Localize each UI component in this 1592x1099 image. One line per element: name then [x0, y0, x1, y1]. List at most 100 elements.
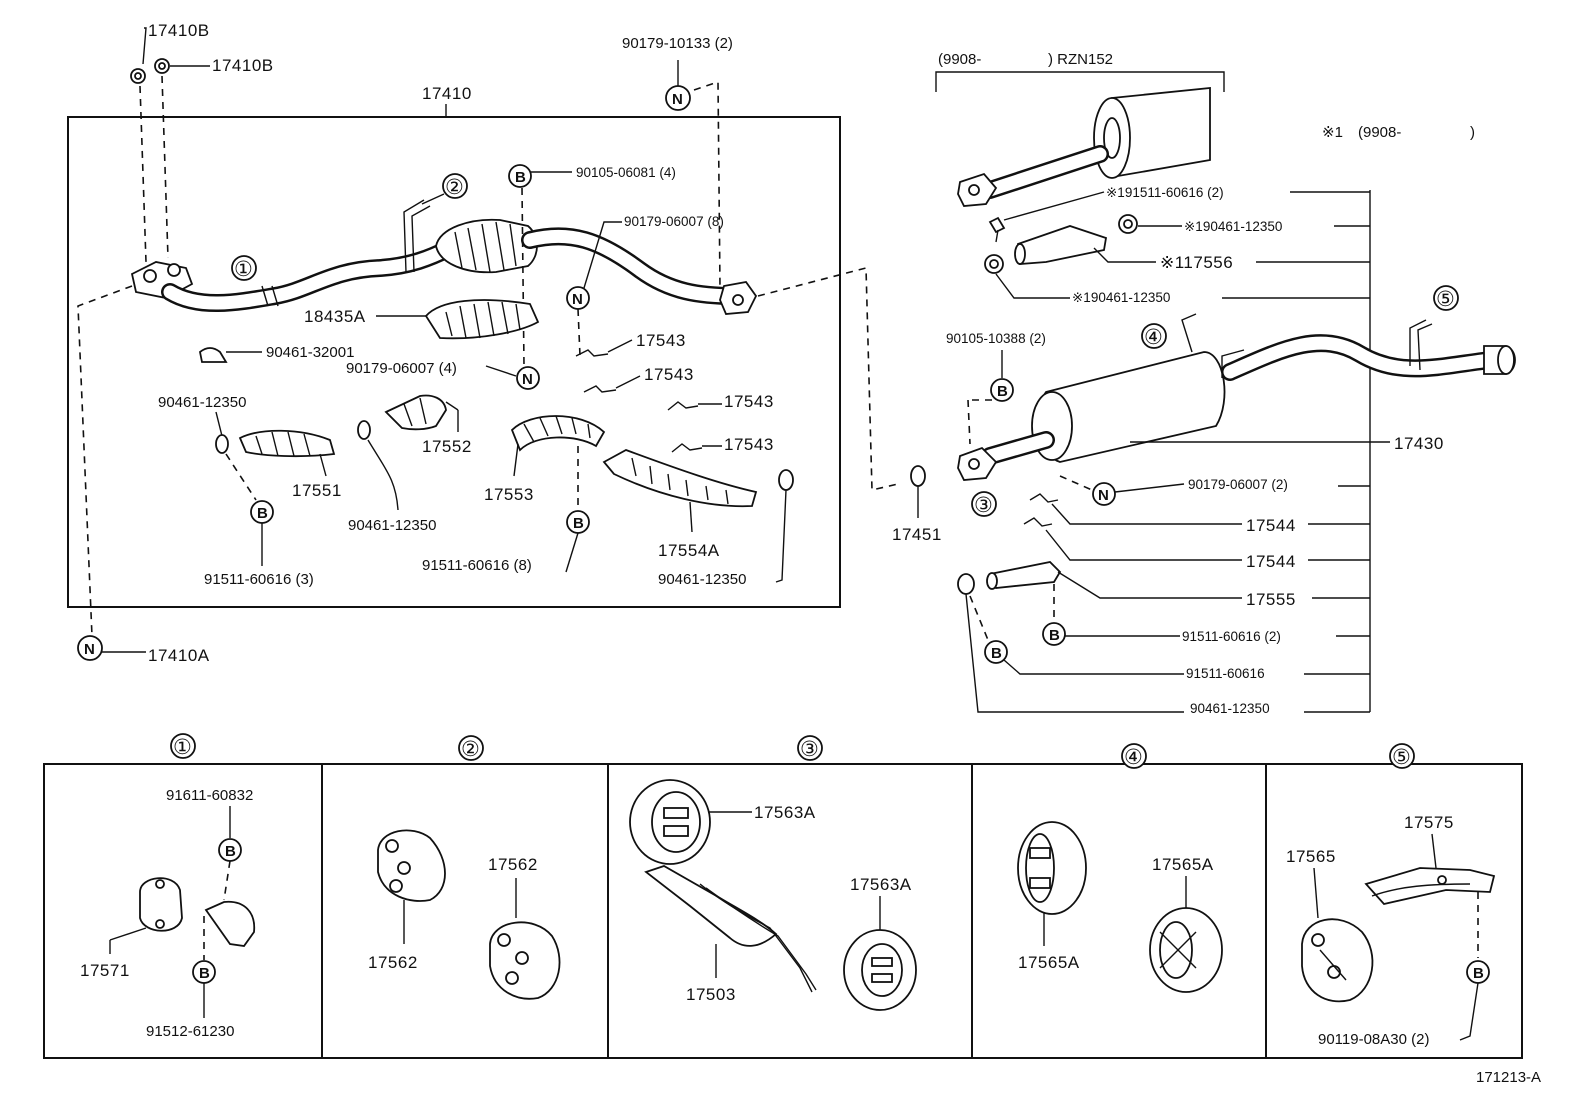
label-90179-06007-2: 90179-06007 (2) — [1188, 477, 1288, 492]
heat-shield-17553 — [510, 415, 606, 452]
gasket-17410b-right — [154, 58, 170, 74]
note1-range: (9908- — [1358, 124, 1401, 141]
gasket-ring-c — [778, 469, 794, 491]
insulator-17556 — [1014, 225, 1108, 265]
label-90179-06007-4: 90179-06007 (4) — [346, 360, 457, 377]
label-17571: 17571 — [80, 961, 130, 980]
front-exhaust-pipe — [130, 239, 459, 313]
callout-5-main: ⑤ — [1436, 288, 1455, 311]
label-90179-10133: 90179-10133 (2) — [622, 35, 733, 52]
gasket-17451 — [910, 465, 926, 487]
heat-insulator-17551 — [238, 429, 336, 458]
svg-text:B: B — [1049, 627, 1060, 644]
label-17551: 17551 — [292, 481, 342, 500]
label-17451: 17451 — [892, 525, 942, 544]
label-17575: 17575 — [1404, 813, 1454, 832]
svg-text:N: N — [84, 641, 95, 658]
rubber-mount-17562-a — [377, 829, 446, 902]
mount-17565 — [1301, 918, 1374, 1003]
label-17410b-b: 17410B — [212, 56, 274, 75]
gasket-ring-d — [957, 573, 975, 595]
callout-3-main: ③ — [974, 494, 993, 517]
bolt-callout-b — [508, 164, 532, 188]
hanger-bracket-17571 — [139, 877, 256, 947]
callout-2-main: ② — [445, 176, 464, 199]
mount-17563a-top — [629, 779, 711, 865]
callout-4-main: ④ — [1144, 326, 1163, 349]
assembly-17410-frame — [67, 116, 841, 608]
hanger-5 — [1409, 319, 1427, 366]
label-17555: 17555 — [1246, 590, 1296, 609]
label-90461-12350-c: 90461-12350 — [658, 571, 746, 588]
label-90461-12350-d: 90461-12350 — [1190, 701, 1270, 716]
label-90461-12350-a: 90461-12350 — [158, 394, 246, 411]
bracket-17503 — [644, 865, 817, 993]
panel-5-number: ⑤ — [1392, 746, 1411, 769]
note1-mark: ※1 — [1322, 124, 1343, 141]
label-91511-60616: 91511-60616 — [1186, 666, 1265, 681]
main-muffler-17430 — [957, 334, 1516, 481]
svg-text:B: B — [991, 645, 1002, 662]
svg-text:B: B — [573, 515, 584, 532]
svg-text:N: N — [1098, 487, 1109, 504]
label-17410a: 17410A — [148, 646, 210, 665]
svg-text:B: B — [225, 843, 236, 860]
panel-5: ⑤ 17575 B 90119-08A30 (2) 17565 — [1286, 743, 1496, 1048]
bracket-17543-d — [671, 443, 703, 453]
range-model: ) RZN152 — [1048, 51, 1113, 68]
label-17430: 17430 — [1394, 434, 1444, 453]
label-17544-b: 17544 — [1246, 552, 1296, 571]
svg-text:B: B — [199, 965, 210, 982]
mount-17565a-a — [1017, 821, 1087, 915]
svg-text:B: B — [257, 505, 268, 522]
mount-17563a-bottom — [843, 929, 917, 1011]
panel-2: ② 17562 17562 — [368, 735, 561, 1000]
callout-1-main: ① — [234, 258, 253, 281]
label-17543-a: 17543 — [636, 331, 686, 350]
label-91511-60616-2b: 91511-60616 (2) — [1182, 629, 1281, 644]
label-91611-60832: 91611-60832 — [166, 787, 253, 804]
panel-4-number: ④ — [1124, 746, 1143, 769]
bracket-17543-c — [667, 401, 699, 411]
panel-1: ① 91611-60832 B 17571 B 91512-61230 — [80, 733, 256, 1040]
panel-3: ③ 17563A 17503 17563A — [629, 735, 917, 1011]
bracket-17544-b — [1023, 517, 1053, 527]
label-17565a-a: 17565A — [1018, 953, 1080, 972]
label-91511-60616-8: 91511-60616 (8) — [422, 557, 532, 574]
rubber-mount-17562-b — [489, 921, 561, 1000]
svg-text:N: N — [522, 371, 533, 388]
label-17562-b: 17562 — [488, 855, 538, 874]
bracket-17543-b — [583, 385, 617, 393]
detail-panels-frame — [43, 763, 1523, 1059]
label-17553: 17553 — [484, 485, 534, 504]
label-17410: 17410 — [422, 84, 472, 103]
bracket-17575 — [1364, 867, 1496, 905]
panel-3-number: ③ — [800, 738, 819, 761]
svg-text:B: B — [515, 169, 526, 186]
label-17552: 17552 — [422, 437, 472, 456]
hanger-bracket-2 — [403, 199, 425, 273]
label-90179-06007-8: 90179-06007 (8) — [624, 214, 724, 229]
label-17543-d: 17543 — [724, 435, 774, 454]
label-90105-10388: 90105-10388 (2) — [946, 331, 1046, 346]
note1-close: ) — [1470, 124, 1475, 141]
range-start: (9908- — [938, 51, 981, 68]
gasket-17410b-left — [130, 68, 146, 84]
insulator-17555 — [986, 561, 1062, 590]
svg-text:B: B — [1473, 965, 1484, 982]
label-90461-12350-m1: ※190461-12350 — [1184, 219, 1282, 234]
gasket-ring-a — [215, 434, 229, 454]
label-90461-12350-m2: ※190461-12350 — [1072, 290, 1170, 305]
panel-1-number: ① — [173, 736, 192, 759]
mount-17565a-b — [1149, 907, 1223, 993]
hanger-4 — [1181, 313, 1197, 353]
label-91512-61230: 91512-61230 — [146, 1023, 234, 1040]
label-17554a: 17554A — [658, 541, 720, 560]
label-90461-12350-b: 90461-12350 — [348, 517, 436, 534]
heat-shield-17554a — [602, 449, 758, 508]
label-17543-c: 17543 — [724, 392, 774, 411]
panel-2-number: ② — [461, 738, 480, 761]
label-17565a-b: 17565A — [1152, 855, 1214, 874]
label-17562-a: 17562 — [368, 953, 418, 972]
